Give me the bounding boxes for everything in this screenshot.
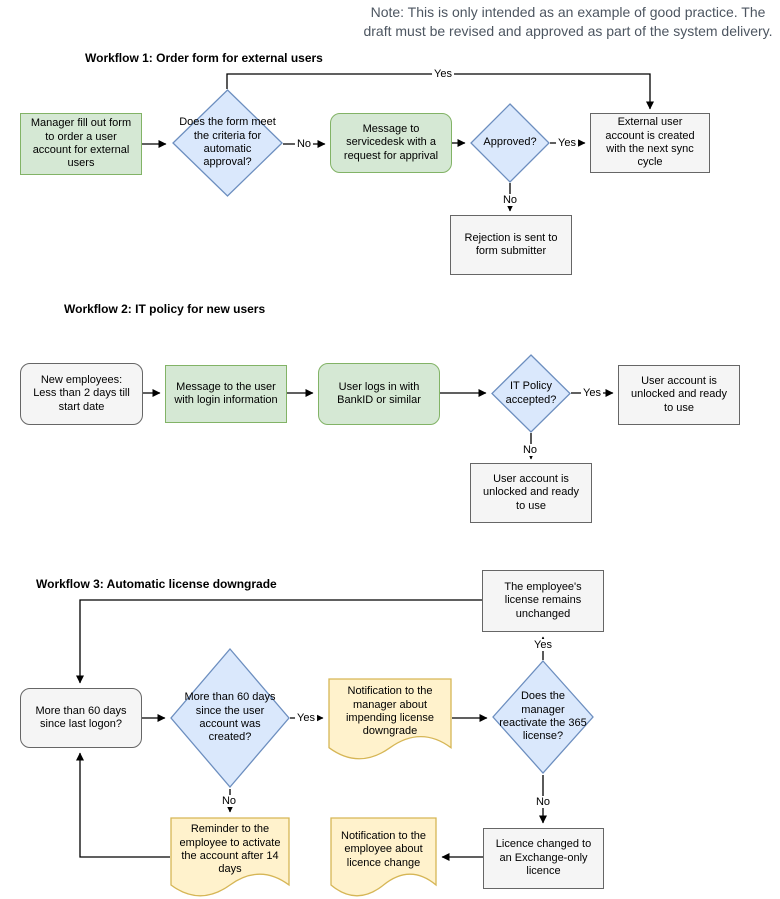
workflow1-title: Workflow 1: Order form for external user… (85, 51, 323, 65)
w3-node-last-logon: More than 60 days since last logon? (20, 688, 142, 748)
w2-node-new-employees: New employees: Less than 2 days till sta… (20, 363, 143, 425)
w3-node-last-logon-label: More than 60 days since last logon? (35, 704, 127, 730)
w3-label-reactivate-yes: Yes (532, 639, 554, 651)
w1-node-servicedesk-message-label: Message to servicedesk with a request fo… (343, 122, 439, 162)
w3-decision-account-age: More than 60 days since the user account… (170, 648, 290, 788)
w1-decision-approved: Approved? (470, 103, 550, 183)
w3-decision-account-age-label: More than 60 days since the user account… (184, 691, 276, 744)
w1-label-approved-no: No (500, 194, 520, 206)
w1-node-manager-form: Manager fill out form to order a user ac… (20, 113, 142, 175)
w1-node-account-created: External user account is created with th… (590, 113, 710, 173)
w3-node-license-unchanged: The employee's license remains unchanged (482, 570, 604, 632)
w2-label-policy-yes: Yes (581, 387, 603, 399)
w3-node-licence-changed-label: Licence changed to an Exchange-only lice… (495, 838, 592, 878)
document-shape (330, 817, 437, 897)
w1-node-rejection: Rejection is sent to form submitter (450, 215, 572, 275)
w3-label-age-no: No (219, 795, 239, 807)
document-shape (328, 678, 452, 760)
connector-w3-reminder-loop (76, 752, 170, 858)
diamond-shape (170, 648, 290, 788)
w1-label-approved-yes: Yes (556, 137, 578, 149)
w1-node-manager-form-label: Manager fill out form to order a user ac… (30, 117, 132, 170)
w2-node-unlocked-yes-label: User account is unlocked and ready to us… (630, 374, 727, 414)
document-shape (170, 817, 290, 897)
w1-label-criteria-no: No (294, 138, 314, 150)
w1-label-criteria-yes: Yes (432, 68, 454, 80)
w1-decision-criteria-label: Does the form meet the criteria for auto… (179, 116, 276, 169)
w2-label-policy-no: No (520, 444, 540, 456)
w3-label-age-yes: Yes (295, 712, 317, 724)
w1-decision-criteria: Does the form meet the criteria for auto… (172, 89, 283, 197)
w1-node-account-created-label: External user account is created with th… (605, 116, 695, 169)
w3-doc-reminder-label: Reminder to the employee to activate the… (179, 823, 281, 876)
w2-decision-policy: IT Policy accepted? (491, 354, 571, 433)
w3-doc-manager-notification: Notification to the manager about impend… (328, 678, 452, 760)
w1-node-servicedesk-message: Message to servicedesk with a request fo… (330, 113, 452, 173)
w2-decision-policy-label: IT Policy accepted? (505, 380, 557, 406)
w2-node-unlocked-no-label: User account is unlocked and ready to us… (482, 472, 579, 512)
w3-doc-employee-notification-label: Notification to the employee about licen… (341, 829, 426, 869)
note-text: Note: This is only intended as an exampl… (363, 4, 773, 39)
w1-node-rejection-label: Rejection is sent to form submitter (464, 231, 558, 257)
w2-node-bankid-login-label: User logs in with BankID or similar (337, 380, 421, 406)
w3-node-licence-changed: Licence changed to an Exchange-only lice… (483, 828, 604, 889)
w2-node-unlocked-yes: User account is unlocked and ready to us… (618, 365, 740, 425)
w3-doc-reminder: Reminder to the employee to activate the… (170, 817, 290, 897)
w3-decision-reactivate-label: Does the manager reactivate the 365 lice… (499, 690, 587, 743)
diamond-shape (172, 89, 283, 197)
w3-doc-manager-notification-label: Notification to the manager about impend… (345, 685, 435, 738)
workflow2-title: Workflow 2: IT policy for new users (64, 302, 266, 316)
diamond-shape (491, 354, 571, 433)
w3-doc-employee-notification: Notification to the employee about licen… (330, 817, 437, 897)
w1-decision-approved-label: Approved? (483, 136, 537, 149)
w3-node-license-unchanged-label: The employee's license remains unchanged (504, 580, 582, 620)
w2-node-unlocked-no: User account is unlocked and ready to us… (470, 463, 592, 523)
w2-node-login-message-label: Message to the user with login informati… (174, 380, 278, 406)
w3-label-reactivate-no: No (533, 796, 553, 808)
w2-node-login-message: Message to the user with login informati… (165, 365, 287, 423)
w2-node-new-employees-label: New employees: Less than 2 days till sta… (33, 373, 130, 413)
w3-decision-reactivate: Does the manager reactivate the 365 lice… (492, 660, 594, 774)
diamond-shape (492, 660, 594, 774)
workflow3-title: Workflow 3: Automatic license downgrade (36, 577, 277, 591)
w2-node-bankid-login: User logs in with BankID or similar (318, 363, 440, 425)
diamond-shape (470, 103, 550, 183)
